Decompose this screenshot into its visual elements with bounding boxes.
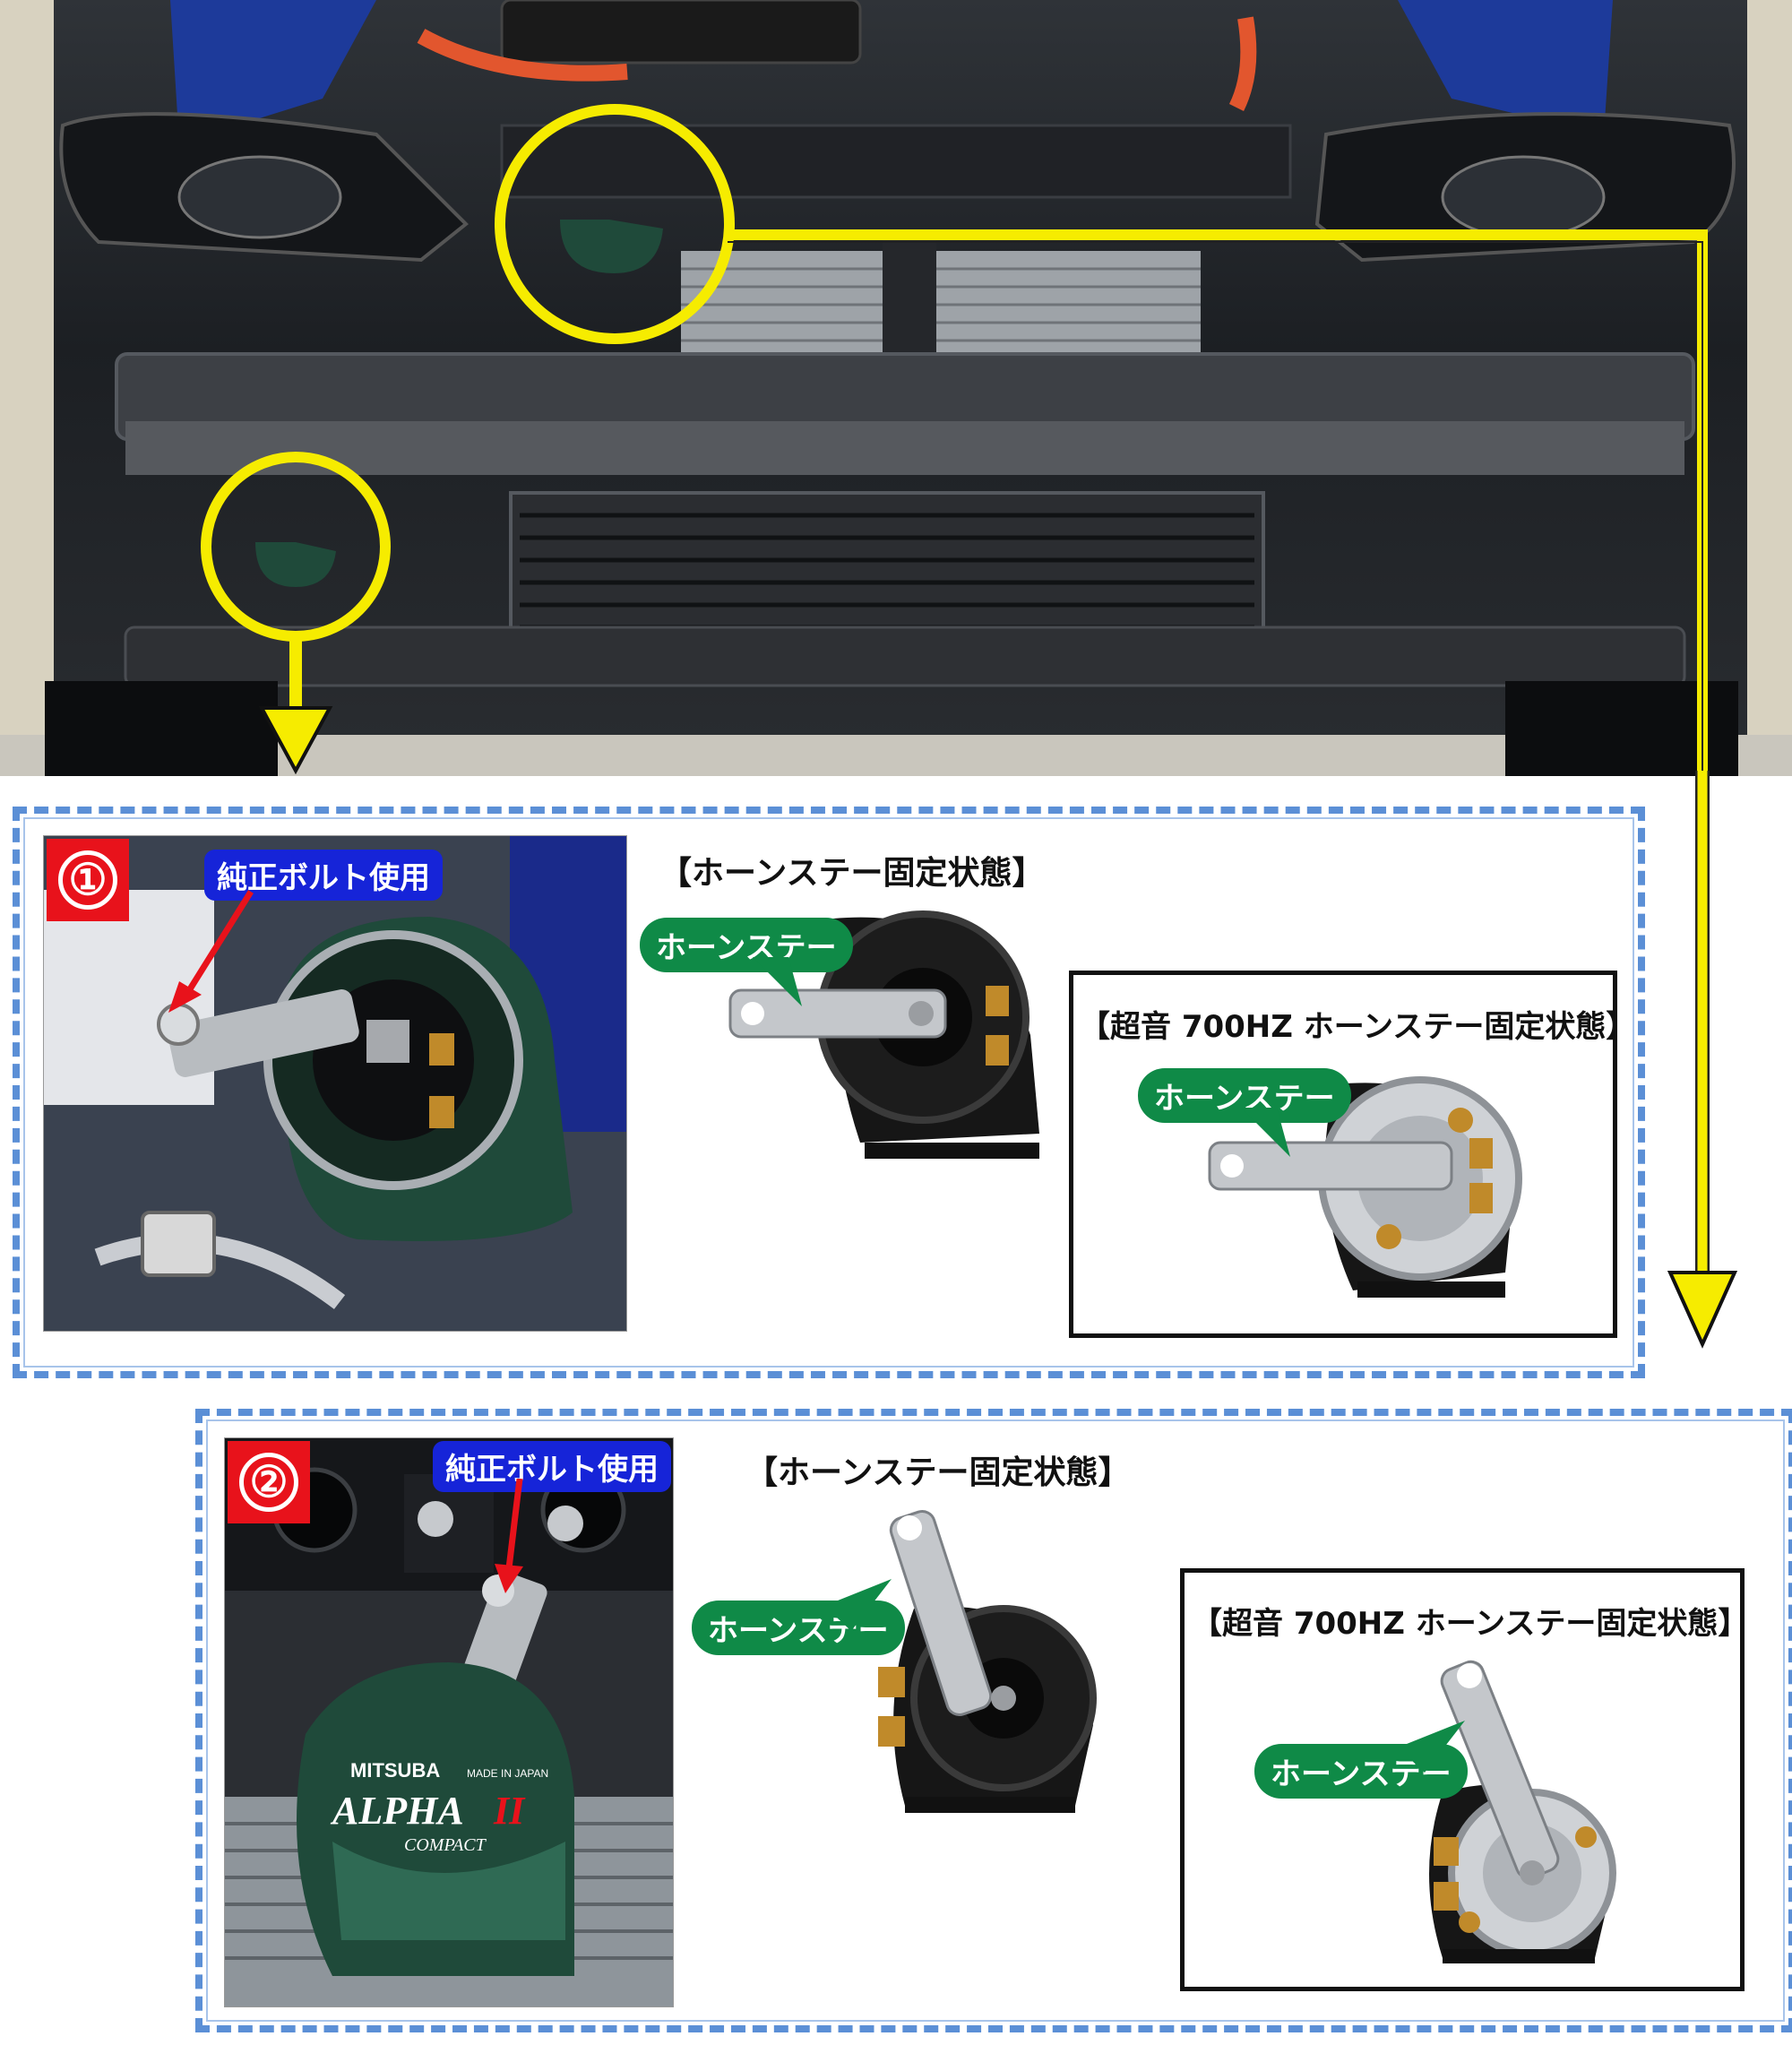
panel-2-700hz-horn xyxy=(1429,1660,1616,1963)
horn-compact-text: COMPACT xyxy=(404,1835,487,1855)
connector-arrow-to-panel-2 xyxy=(1667,771,1738,1349)
panel-1-stay-title: 【ホーンステー固定状態】 xyxy=(659,855,1045,892)
car-front-photo xyxy=(0,0,1792,776)
panel-1-horn-with-stay xyxy=(728,910,1039,1159)
panel-2-700hz-title: 【超音 700HZ ホーンステー固定状態】 xyxy=(1192,1606,1749,1642)
horn-installed-illustration-2: MITSUBA MADE IN JAPAN ALPHA II COMPACT xyxy=(225,1438,673,2006)
panel-1-number-badge: ① xyxy=(47,839,129,921)
horn-model-suffix-text: II xyxy=(493,1789,526,1833)
car-front-illustration xyxy=(0,0,1792,776)
panel-2-horn-with-stay xyxy=(878,1510,1097,1813)
panel-2-stay-title: 【ホーンステー固定状態】 xyxy=(745,1454,1131,1491)
panel-1-bolt-pointer xyxy=(168,890,254,1013)
horn-model-text: ALPHA xyxy=(330,1789,464,1833)
panel-1-installed-photo xyxy=(43,835,627,1332)
panel-1-stay-label: ホーンステー xyxy=(640,918,853,972)
panel-2-bolt-label: 純正ボルト使用 xyxy=(433,1441,671,1492)
horn-made-in-text: MADE IN JAPAN xyxy=(467,1767,548,1780)
panel-2-bolt-pointer xyxy=(495,1479,523,1593)
horn-brand-text: MITSUBA xyxy=(350,1759,440,1782)
panel-2-stay-pointer xyxy=(824,1579,892,1631)
panel-1-700hz-title: 【超音 700HZ ホーンステー固定状態】 xyxy=(1080,1009,1637,1045)
panel-1-700hz-horn xyxy=(1208,1076,1522,1298)
panel-1-stay-pointer xyxy=(753,957,802,1006)
panel-1-bolt-label: 純正ボルト使用 xyxy=(204,850,443,901)
panel-2-number-badge: ② xyxy=(228,1441,310,1523)
horn-installed-illustration xyxy=(44,836,626,1331)
panel-2-700hz-stay-pointer xyxy=(1398,1721,1465,1773)
panel-1-700hz-stay-pointer xyxy=(1241,1108,1290,1157)
